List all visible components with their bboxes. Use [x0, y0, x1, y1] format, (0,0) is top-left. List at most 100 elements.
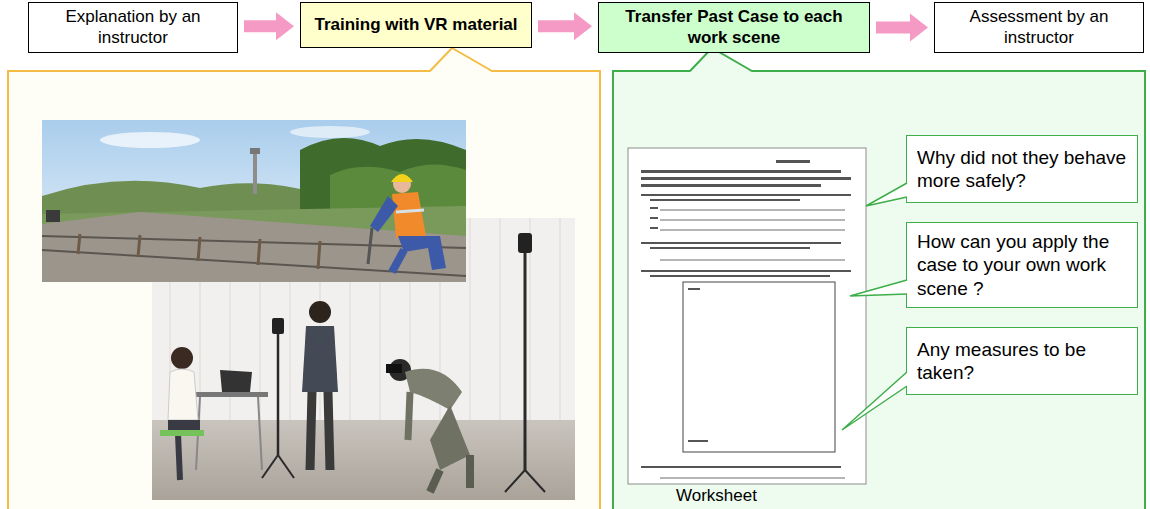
vr-scene-part: [392, 250, 404, 272]
vr-room-photo-part: [278, 455, 294, 478]
vr-scene-part: [368, 228, 372, 264]
node-text: How can you apply the case to your own w…: [917, 230, 1127, 300]
worksheet-page-part-part: [641, 194, 851, 196]
vr-scene-part: [78, 234, 320, 269]
worksheet-page-part-part: [641, 177, 851, 180]
worksheet-page: [628, 148, 866, 484]
vr-room-photo-part: [328, 392, 330, 470]
vr-room-photo-part: [258, 397, 262, 470]
worksheet-page-part: [660, 210, 845, 478]
flow-arrow: [876, 14, 928, 42]
vr-scene-part-part: [138, 235, 140, 257]
callout-box: Any measures to be taken?: [906, 327, 1138, 395]
vr-room-photo-part: [171, 347, 193, 369]
vr-scene-part: [253, 150, 257, 194]
vr-scene-part: [42, 236, 466, 276]
vr-scene-part: [100, 132, 200, 148]
node-text: Explanation by an instructor: [37, 7, 229, 47]
node-text: Assessment by an instructor: [943, 7, 1135, 47]
worksheet-page-part-part: [650, 227, 658, 229]
vr-room-photo-part: [309, 301, 331, 323]
training-panel: [8, 48, 600, 509]
worksheet-page-part-part: [650, 247, 810, 249]
vr-room-photo-part: [430, 405, 470, 470]
callout-tail: [866, 183, 907, 206]
vr-scene-part-part: [198, 237, 200, 261]
vr-room-photo-part: [277, 334, 280, 455]
vr-room-photo-part: [190, 392, 268, 397]
vr-scene-part-part: [42, 250, 466, 276]
worksheet-page-part-part: [660, 210, 845, 211]
callout-tail: [866, 183, 907, 206]
worksheet-page-part-part: [641, 170, 841, 173]
transfer-panel: [613, 48, 1145, 509]
flow-arrow: [538, 12, 592, 40]
vr-scene-part-part: [258, 239, 260, 265]
training-panel-part: [430, 48, 492, 72]
vr-room-photo-part-part: [500, 218, 501, 420]
process-box: Training with VR material: [300, 2, 532, 48]
worksheet-page-part-part: [650, 217, 658, 219]
vr-room-photo-part: [152, 420, 575, 500]
vr-room-photo-part: [408, 392, 410, 440]
vr-room-photo-part: [220, 370, 252, 392]
vr-room-photo-part: [405, 369, 462, 410]
vr-scene-part-part: [78, 234, 80, 254]
vr-scene-part: [42, 120, 466, 282]
worksheet-page-part: [688, 288, 700, 290]
worksheet-page-part-part: [641, 270, 851, 272]
vr-room-photo-part: [466, 455, 474, 488]
vr-room-photo-part: [518, 233, 532, 253]
vr-room-photo-part: [272, 318, 284, 334]
callout-box: How can you apply the case to your own w…: [906, 222, 1138, 308]
worksheet-page-part: [683, 282, 835, 452]
worksheet-page-part: [641, 160, 851, 468]
callout-tail: [850, 280, 907, 296]
vr-room-photo-part: [178, 434, 180, 480]
vr-room-photo-part: [168, 369, 198, 420]
vr-scene-part: [396, 210, 424, 212]
worksheet-page-part-part: [660, 260, 845, 261]
vr-room-photo-part: [430, 470, 440, 492]
worksheet-label: Worksheet: [676, 486, 757, 506]
vr-room-photo-part: [386, 364, 402, 373]
vr-room-photo-part: [310, 392, 312, 470]
worksheet-page-part: [628, 148, 866, 484]
training-panel-part: [430, 48, 492, 71]
vr-room-photo-part: [505, 470, 525, 492]
callout-tail: [842, 372, 907, 430]
vr-room-photo-part: [160, 430, 204, 436]
worksheet-page-part-part: [641, 466, 841, 468]
worksheet-page-part-part: [660, 220, 845, 221]
node-text: Why did not they behave more safely?: [917, 146, 1127, 192]
worksheet-page-part-part: [641, 242, 841, 244]
vr-scene-part: [290, 126, 370, 138]
vr-scene-part: [250, 148, 260, 154]
worksheet-page-part-part: [650, 207, 658, 209]
process-box: Explanation by an instructor: [28, 2, 238, 53]
vr-room-photo-part-part: [560, 218, 561, 420]
node-text: Any measures to be taken?: [917, 338, 1127, 384]
node-text: Training with VR material: [314, 15, 517, 35]
vr-scene: [42, 120, 466, 282]
vr-scene-part: [391, 174, 413, 182]
worksheet-page-part: [688, 440, 708, 442]
callout-box: Why did not they behave more safely?: [906, 135, 1138, 203]
callout-tail: [842, 372, 907, 430]
callout-tail: [850, 280, 907, 296]
worksheet-page-part-part: [660, 230, 845, 231]
vr-room-photo-part-part: [470, 218, 471, 420]
vr-scene-part-part: [318, 241, 320, 269]
process-box: Transfer Past Case to each work scene: [598, 2, 870, 53]
worksheet-page-part-part: [650, 199, 800, 201]
vr-room-photo-part: [302, 326, 338, 392]
vr-room-photo-part: [525, 470, 545, 492]
worksheet-page-part-part: [660, 478, 845, 479]
worksheet-page-part-part: [641, 184, 821, 187]
process-box: Assessment by an instructor: [934, 2, 1144, 53]
vr-scene-part: [370, 196, 398, 232]
node-text: Transfer Past Case to each work scene: [607, 7, 861, 47]
training-panel-part: [8, 71, 600, 509]
worksheet-page-part-part: [776, 160, 810, 163]
worksheet-page-part-part: [650, 275, 830, 277]
